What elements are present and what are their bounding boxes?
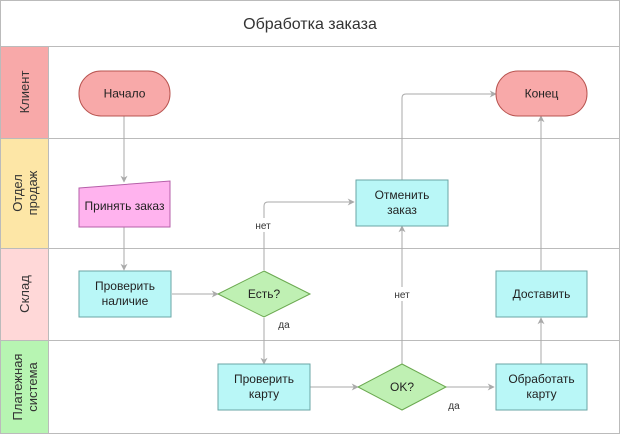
edge-label-ok-no: нет (394, 290, 410, 301)
edge-label-bg (391, 287, 413, 301)
edge-label-bg (252, 218, 274, 232)
lane-label-warehouse: Склад (17, 275, 32, 313)
node-end[interactable] (495, 70, 588, 117)
lane-label-payment-line1: Платежная (10, 354, 25, 421)
node-check-card[interactable] (217, 363, 311, 411)
edge-cancel-end (401, 90, 497, 180)
node-accept-order[interactable] (78, 180, 171, 228)
node-in-stock-label: Есть? (248, 287, 281, 301)
node-check-stock[interactable] (78, 270, 172, 318)
node-cancel-order[interactable] (355, 179, 449, 227)
node-ok-label: OK? (390, 380, 414, 394)
lane-label-client: Клиент (17, 71, 32, 114)
node-check-stock-label-line2: наличие (102, 294, 149, 308)
edge-label-instock-yes: да (278, 320, 290, 331)
node-start[interactable] (78, 70, 171, 117)
edge-label-ok-yes: да (448, 401, 460, 412)
node-check-stock-label-line1: Проверить (95, 279, 155, 293)
node-process-card-label-line1: Обработать (508, 372, 574, 386)
lane-label-sales-line2: продаж (25, 170, 40, 215)
node-check-card-label-line1: Проверить (234, 372, 294, 386)
node-process-card-label-line2: карту (526, 387, 556, 401)
node-ok-decision[interactable] (356, 363, 448, 411)
node-cancel-order-label-line1: Отменить (375, 188, 430, 202)
node-accept-order-label: Принять заказ (85, 199, 165, 213)
node-start-label: Начало (104, 87, 146, 101)
node-in-stock-decision[interactable] (216, 270, 312, 318)
node-cancel-order-label-line2: заказ (387, 203, 417, 217)
node-check-card-label-line2: карту (249, 387, 279, 401)
edge-label-instock-no: нет (255, 221, 271, 232)
lane-header-client (0, 46, 49, 139)
node-process-card[interactable] (495, 363, 588, 411)
lane-label-sales-line1: Отдел (10, 174, 25, 212)
node-deliver[interactable] (495, 270, 588, 318)
edge-in-stock-no-cancel (263, 198, 355, 270)
diagram-title: Обработка заказа (243, 16, 377, 33)
node-deliver-label: Доставить (513, 287, 571, 301)
lane-label-payment-line2: система (25, 361, 40, 411)
node-end-label: Конец (525, 87, 559, 101)
